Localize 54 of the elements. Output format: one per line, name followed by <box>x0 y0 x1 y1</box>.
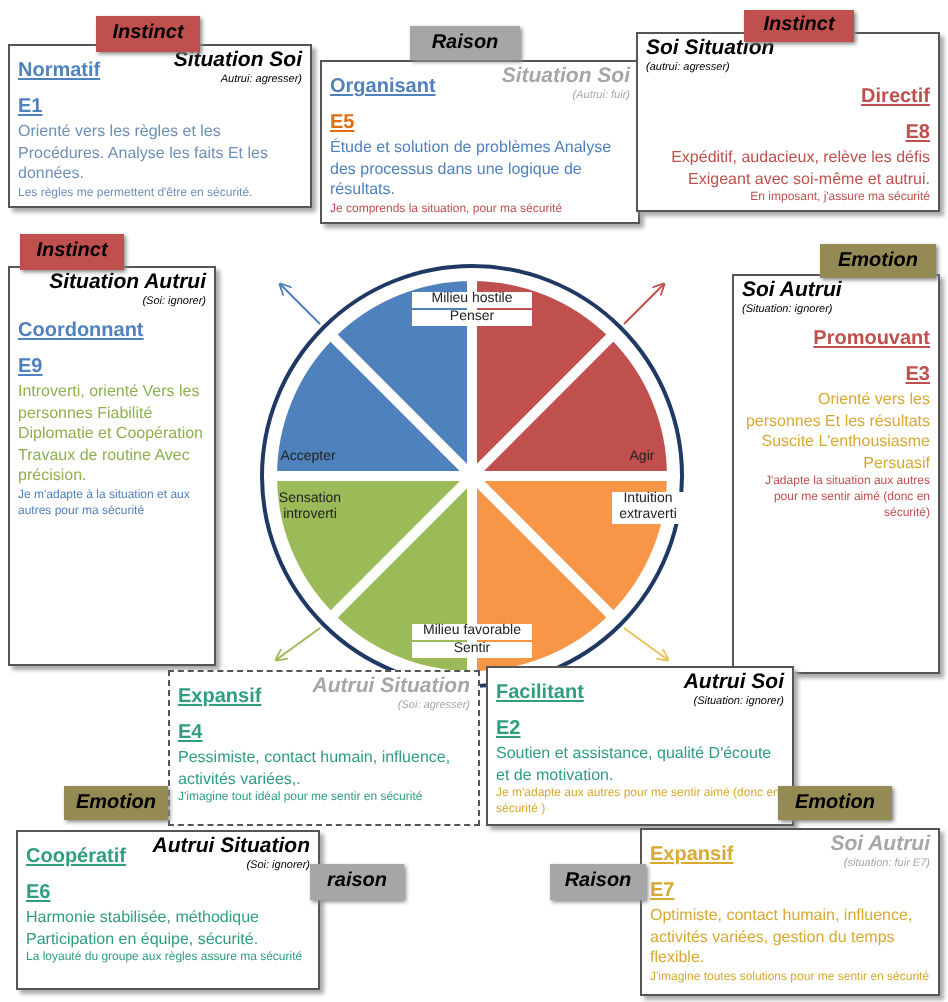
quadrant-heading: Autrui Soi <box>683 672 784 694</box>
description-text: Étude et solution de problèmes Analyse des processus dans une logique de résultats. <box>330 138 614 201</box>
category-tag: Instinct <box>744 10 854 42</box>
profile-card <box>16 830 320 990</box>
category-tag: Instinct <box>20 234 124 270</box>
profile-card <box>732 274 940 674</box>
category-tag: Emotion <box>778 786 892 820</box>
description-text: Orienté vers les règles et les Procédures. Analyse les faits Et les données. <box>18 122 270 185</box>
description-text: Introverti, orienté Vers les personnes Fiabilité Diplomatie et Coopération Travaux de routine Avec précision. <box>18 382 205 487</box>
category-tag: Emotion <box>64 786 168 820</box>
profile-name: Organisant <box>330 76 436 100</box>
category-tag: Instinct <box>96 16 200 52</box>
category-tag: raison <box>310 864 404 900</box>
quadrant-heading: Soi Situation <box>646 38 777 60</box>
category-tag: Emotion <box>820 244 936 278</box>
profile-name: Coopératif <box>26 846 126 870</box>
profile-code: E2 <box>496 718 521 742</box>
profile-code: E9 <box>18 356 43 380</box>
description-text: Pessimiste, contact humain, influence, activités variées,. <box>178 748 453 790</box>
quadrant-heading: Situation Autrui <box>49 272 206 294</box>
quadrant-heading: Soi Autrui <box>742 280 844 302</box>
category-tag: Raison <box>410 26 520 60</box>
profile-code: E6 <box>26 882 51 906</box>
profile-code: E8 <box>905 122 930 146</box>
profile-code: E3 <box>905 364 930 388</box>
description-text: Optimiste, contact humain, influence, activités variées, gestion du temps flexible. <box>650 906 915 969</box>
quadrant-heading: Soi Autrui <box>830 834 930 856</box>
quadrant-heading: Situation Soi <box>173 50 302 72</box>
description-text: Soutien et assistance, qualité D'écoute et de motivation. <box>496 744 774 786</box>
profile-code: E7 <box>650 880 675 904</box>
description-text: Orienté vers les personnes Et les résultats Suscite L'enthousiasme Persuasif <box>743 390 930 474</box>
quadrant-heading: Autrui Situation <box>312 676 470 698</box>
profile-name: Coordonnant <box>18 320 144 344</box>
profile-code: E4 <box>178 722 203 746</box>
profile-card <box>640 828 940 996</box>
profile-card <box>636 32 940 212</box>
category-tag: Raison <box>550 864 646 900</box>
profile-card <box>8 266 216 666</box>
profile-card <box>8 44 312 207</box>
profile-code: E5 <box>330 112 355 136</box>
quadrant-heading: Situation Soi <box>501 66 630 88</box>
profile-code: E1 <box>18 96 43 120</box>
description-text: Expéditif, audacieux, relève les défis Exigeant avec soi-même et autrui. <box>669 148 930 190</box>
profile-name: Facilitant <box>496 682 584 706</box>
profile-name: Promouvant <box>813 328 930 352</box>
profile-card <box>320 60 640 224</box>
profile-name: Normatif <box>18 60 101 84</box>
description-text: Harmonie stabilisée, méthodique Participation en équipe, sécurité. <box>26 908 262 950</box>
profile-name: Expansif <box>178 686 262 710</box>
profile-name: Expansif <box>650 844 734 868</box>
quadrant-heading: Autrui Situation <box>152 836 310 858</box>
profile-card <box>486 666 794 826</box>
profile-name: Directif <box>861 86 930 110</box>
profile-card <box>168 670 480 826</box>
